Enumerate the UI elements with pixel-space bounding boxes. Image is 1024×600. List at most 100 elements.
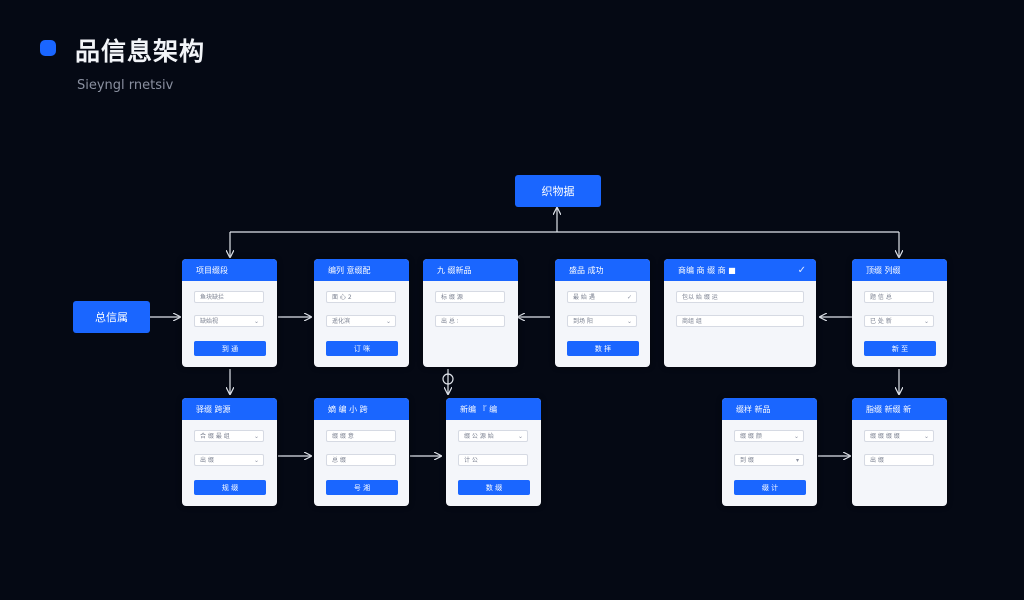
check-icon: ✓: [626, 294, 632, 301]
card-field[interactable]: 出 缀: [864, 454, 934, 466]
card-field[interactable]: 出 总 ∶: [435, 315, 505, 327]
card-select[interactable]: 缀 公 源 始⌄: [458, 430, 528, 442]
button-label: 数 缀: [485, 483, 503, 492]
chevron-down-icon: ⌄: [253, 318, 259, 325]
field-text: 合 缀 最 组: [200, 433, 230, 440]
card-select[interactable]: 到 缀▾: [734, 454, 804, 466]
card-field[interactable]: 题 信 总: [864, 291, 934, 303]
node-card[interactable]: 盛品 成功 最 始 遇 ✓ 到场 阳 ⌄ 数 拝: [555, 259, 650, 367]
check-icon: ✓: [797, 264, 806, 276]
node-card[interactable]: 商编 商 缀 商 ■ ✓ 包以 始 缀 运 商组 组: [664, 259, 816, 367]
dropdown-arrow-icon: ▾: [795, 457, 799, 464]
card-button[interactable]: 缀 计: [734, 480, 806, 495]
node-card[interactable]: 项目缀段 鱼块缺拦 缺始视 ⌄ 到 通: [182, 259, 277, 367]
field-text: 出 缀: [870, 457, 884, 464]
card-title: 编列 意缀配: [328, 265, 371, 275]
button-label: 规 缀: [221, 483, 239, 492]
card-select[interactable]: 遥化滨 ⌄: [326, 315, 396, 327]
card-select[interactable]: 缀 缀 缀 缀 ⌄: [864, 430, 934, 442]
card-title: 新编 『 编: [460, 404, 498, 414]
card-title: 商编 商 缀 商 ■: [678, 265, 736, 275]
node-card[interactable]: 脂缀 新缀 新 缀 缀 缀 缀 ⌄ 出 缀: [852, 398, 947, 506]
field-text: 商组 组: [682, 318, 702, 325]
field-text: 已 处 新: [870, 318, 892, 325]
card-header: 脂缀 新缀 新: [852, 398, 947, 420]
chevron-down-icon: ⌄: [517, 433, 523, 440]
card-field[interactable]: 标 缀 源: [435, 291, 505, 303]
card-button[interactable]: 规 缀: [194, 480, 266, 495]
card-header: 嫡 编 小 跨: [314, 398, 409, 420]
node-card[interactable]: 新编 『 编 缀 公 源 始⌄ 计 公 数 缀: [446, 398, 541, 506]
card-header: 驿缀 跨源: [182, 398, 277, 420]
card-title: 盛品 成功: [569, 265, 604, 275]
button-label: 缀 计: [761, 483, 779, 492]
connector-c3-c9-node: [442, 373, 454, 385]
root-node-label: 织物据: [541, 185, 575, 198]
card-button[interactable]: 号 湘: [326, 480, 398, 495]
card-select[interactable]: 出 缀 ⌄: [194, 454, 264, 466]
card-header: 新编 『 编: [446, 398, 541, 420]
field-text: 面 心 2: [332, 294, 352, 301]
entry-node-label: 总信属: [95, 311, 128, 324]
card-select[interactable]: 已 处 新 ⌄: [864, 315, 934, 327]
field-text: 最 始 遇: [573, 294, 595, 301]
field-text: 缺始视: [200, 318, 219, 325]
card-button[interactable]: 数 拝: [567, 341, 639, 356]
card-field[interactable]: 缀 缀 意: [326, 430, 396, 442]
card-field[interactable]: 商组 组: [676, 315, 804, 327]
button-label: 订 咪: [353, 344, 371, 353]
field-text: 总 缀: [332, 457, 346, 464]
card-button[interactable]: 到 通: [194, 341, 266, 356]
card-header: 盛品 成功: [555, 259, 650, 281]
card-select[interactable]: 最 始 遇 ✓: [567, 291, 637, 303]
node-card[interactable]: 嫡 编 小 跨 缀 缀 意 总 缀 号 湘: [314, 398, 409, 506]
card-field[interactable]: 总 缀: [326, 454, 396, 466]
field-text: 缀 缀 意: [332, 433, 354, 440]
card-title: 驿缀 跨源: [196, 404, 231, 414]
card-field[interactable]: 计 公: [458, 454, 528, 466]
card-button[interactable]: 新 至: [864, 341, 936, 356]
button-label: 到 通: [221, 344, 239, 353]
chevron-down-icon: ⌄: [626, 318, 632, 325]
node-card[interactable]: 缀样 新品 缀 缀 颜⌄ 到 缀▾ 缀 计: [722, 398, 817, 506]
card-select[interactable]: 合 缀 最 组 ⌄: [194, 430, 264, 442]
card-field[interactable]: 鱼块缺拦: [194, 291, 264, 303]
field-text: 计 公: [464, 457, 478, 464]
card-select[interactable]: 到场 阳 ⌄: [567, 315, 637, 327]
card-field[interactable]: 包以 始 缀 运: [676, 291, 804, 303]
node-card[interactable]: 编列 意缀配 面 心 2 遥化滨 ⌄ 订 咪: [314, 259, 409, 367]
title-dot-icon: [40, 40, 56, 56]
field-text: 缀 缀 缀 缀: [870, 433, 900, 440]
chevron-down-icon: ⌄: [385, 318, 391, 325]
card-header: 商编 商 缀 商 ■ ✓: [664, 259, 816, 281]
field-text: 鱼块缺拦: [200, 294, 225, 301]
card-select[interactable]: 缀 缀 颜⌄: [734, 430, 804, 442]
field-text: 遥化滨: [332, 318, 351, 325]
field-text: 出 缀: [200, 457, 214, 464]
field-text: 到场 阳: [573, 318, 593, 325]
entry-node[interactable]: 总信属: [73, 301, 150, 333]
field-text: 题 信 总: [870, 294, 892, 301]
chevron-down-icon: ⌄: [923, 433, 929, 440]
card-title: 缀样 新品: [736, 404, 771, 414]
button-label: 新 至: [891, 344, 909, 353]
chevron-down-icon: ⌄: [923, 318, 929, 325]
card-button[interactable]: 订 咪: [326, 341, 398, 356]
node-card[interactable]: 驿缀 跨源 合 缀 最 组 ⌄ 出 缀 ⌄ 规 缀: [182, 398, 277, 506]
card-title: 顶缀 列缀: [866, 265, 901, 275]
chevron-down-icon: ⌄: [253, 433, 259, 440]
card-select[interactable]: 缺始视 ⌄: [194, 315, 264, 327]
card-field[interactable]: 面 心 2: [326, 291, 396, 303]
field-text: 出 总 ∶: [441, 318, 459, 325]
field-text: 缀 缀 颜: [740, 433, 762, 440]
node-card[interactable]: 九 缀新品 标 缀 源 出 总 ∶: [423, 259, 518, 367]
card-button[interactable]: 数 缀: [458, 480, 530, 495]
field-text: 标 缀 源: [441, 294, 463, 301]
card-header: 顶缀 列缀: [852, 259, 947, 281]
chevron-down-icon: ⌄: [253, 457, 259, 464]
root-node[interactable]: 织物据: [515, 175, 601, 207]
node-card[interactable]: 顶缀 列缀 题 信 总 已 处 新 ⌄ 新 至: [852, 259, 947, 367]
card-header: 项目缀段: [182, 259, 277, 281]
card-header: 九 缀新品: [423, 259, 518, 281]
